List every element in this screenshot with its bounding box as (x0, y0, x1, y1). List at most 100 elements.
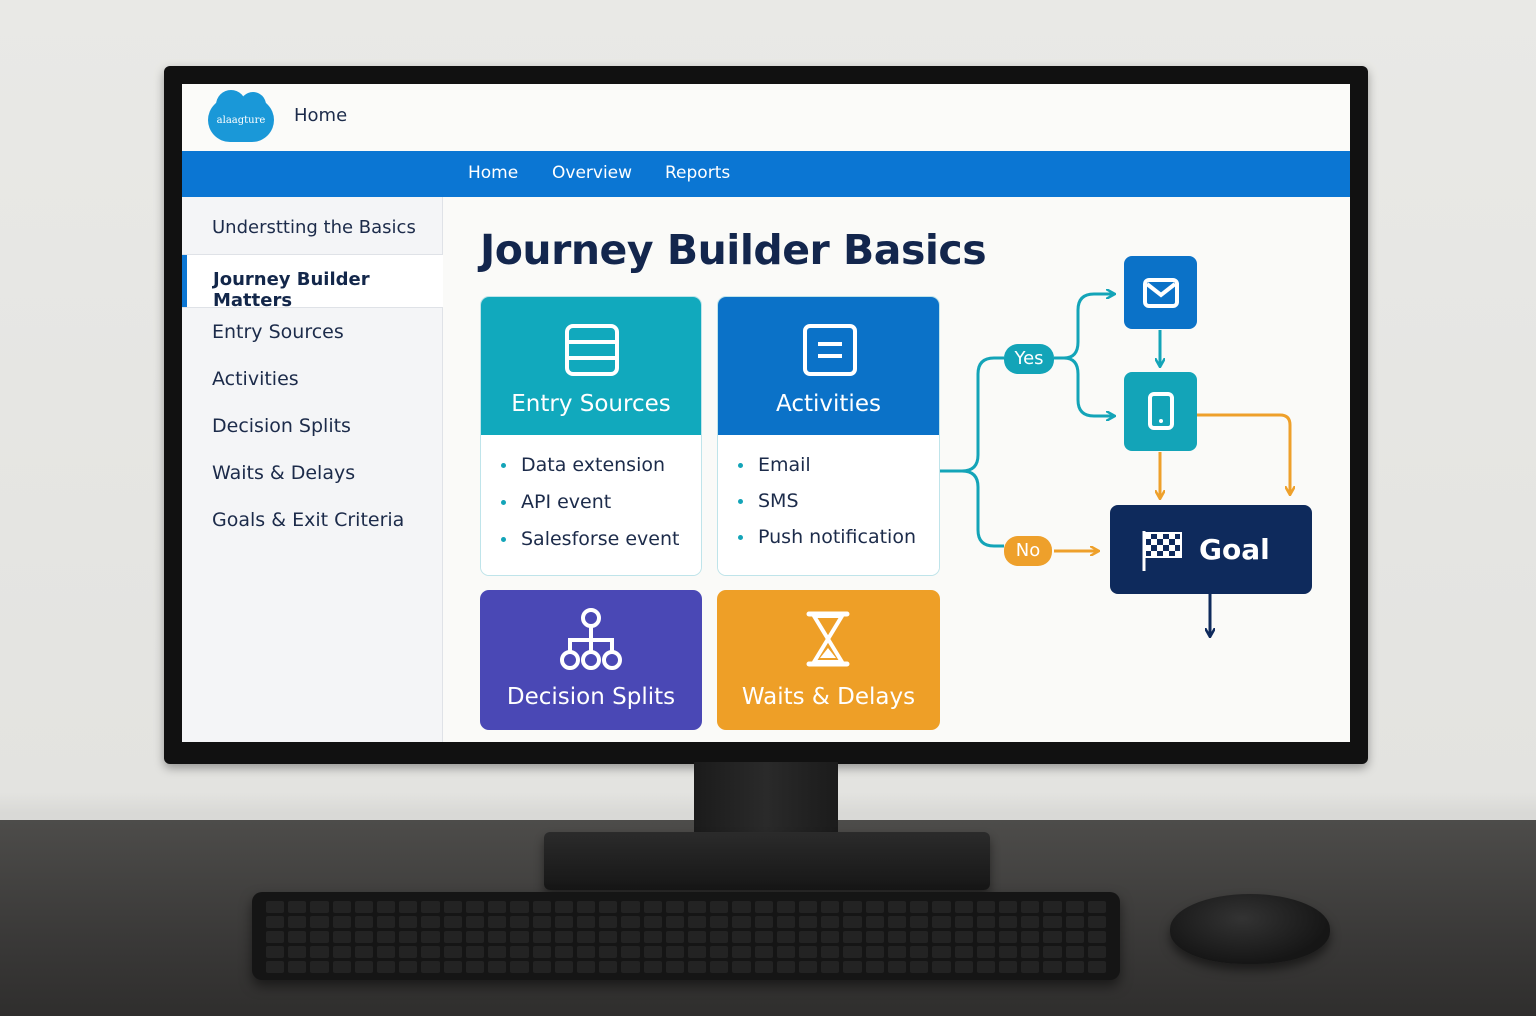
keyboard-key (576, 901, 596, 913)
nav-item-reports[interactable]: Reports (665, 163, 731, 183)
nav-item-overview[interactable]: Overview (552, 163, 633, 183)
keyboard-key (1043, 901, 1062, 913)
hierarchy-icon (560, 608, 622, 670)
card-header: Entry Sources (481, 297, 701, 435)
keyboard-key (1043, 931, 1062, 943)
sidebar-item-entry-sources[interactable]: Entry Sources (212, 321, 344, 343)
card-title: Decision Splits (506, 684, 676, 710)
keyboard-key (1021, 946, 1040, 958)
keyboard-key (599, 916, 618, 928)
goal-label: Goal (1199, 533, 1270, 566)
sidebar-item-goals-exit-criteria[interactable]: Goals & Exit Criteria (212, 509, 405, 531)
keyboard-key (687, 946, 707, 958)
keyboard-key (732, 916, 751, 928)
keyboard-key (1087, 961, 1106, 973)
sidebar-item-decision-splits[interactable]: Decision Splits (212, 415, 351, 437)
keyboard-key (954, 916, 973, 928)
keyboard-key (443, 961, 462, 973)
entry-sources-card[interactable]: Entry Sources Data extension API event S… (480, 296, 702, 576)
keyboard-key (776, 961, 796, 973)
keyboard-key (1021, 916, 1040, 928)
keyboard-key (976, 961, 995, 973)
keyboard-key (887, 901, 907, 913)
keyboard-key (399, 901, 418, 913)
keyboard-key (576, 931, 596, 943)
keyboard-key (599, 931, 618, 943)
keyboard-key (443, 901, 462, 913)
keyboard-key (599, 901, 618, 913)
sidebar-item-understanding-basics[interactable]: Understting the Basics (212, 217, 416, 238)
keyboard-key (976, 931, 995, 943)
keyboard-key (843, 916, 862, 928)
keyboard-key (532, 946, 551, 958)
keyboard-key (310, 961, 329, 973)
keyboard-key (377, 931, 396, 943)
keyboard-key (399, 916, 418, 928)
keyboard-key (576, 961, 596, 973)
keyboard-key (488, 931, 507, 943)
keyboard-key (643, 961, 662, 973)
flow-connector (961, 469, 1004, 548)
email-node[interactable] (1124, 256, 1197, 329)
keyboard-key (643, 916, 662, 928)
header-home-link[interactable]: Home (294, 105, 348, 126)
keyboard-key (465, 901, 485, 913)
keyboard-key (576, 946, 596, 958)
keyboard-key (643, 931, 662, 943)
keyboard-key (488, 946, 507, 958)
keyboard-key (554, 916, 573, 928)
keyboard-key (910, 916, 929, 928)
keyboard-key (843, 961, 862, 973)
flow-connector (1063, 356, 1114, 416)
keyboard-key (399, 961, 418, 973)
sidebar: Understting the Basics Journey Builder M… (182, 197, 443, 742)
keyboard-key (665, 946, 684, 958)
waits-delays-card[interactable]: Waits & Delays (717, 590, 940, 730)
keyboard-key (954, 931, 973, 943)
sidebar-item-journey-builder-matters[interactable]: Journey Builder Matters (182, 255, 443, 311)
decision-splits-card[interactable]: Decision Splits (480, 590, 702, 730)
mobile-node[interactable] (1124, 372, 1197, 451)
keyboard-key (421, 946, 440, 958)
salesforce-logo[interactable]: alaagture (208, 90, 274, 142)
keyboard-key (1043, 961, 1062, 973)
keyboard-key (821, 901, 840, 913)
keyboard-key (554, 901, 573, 913)
keyboard-key (932, 916, 951, 928)
keyboard-key (421, 961, 440, 973)
keyboard-key (288, 916, 307, 928)
nav-bar: Home Overview Reports (182, 151, 1350, 197)
keyboard-key (799, 961, 818, 973)
keyboard-key (1065, 916, 1084, 928)
keyboard-key (687, 961, 707, 973)
flow-connector (1197, 413, 1290, 494)
keyboard-key (954, 901, 973, 913)
goal-node[interactable]: Goal (1110, 505, 1312, 594)
keyboard-key (732, 901, 751, 913)
keyboard-key (1065, 946, 1084, 958)
keyboard-key (887, 931, 907, 943)
keyboard-key (443, 931, 462, 943)
keyboard-key (554, 961, 573, 973)
keyboard-key (710, 961, 729, 973)
keyboard-key (1021, 931, 1040, 943)
keyboard-key (910, 931, 929, 943)
keyboard-key (310, 931, 329, 943)
screen: alaagture Home Home Overview Reports Und… (182, 84, 1350, 742)
document-icon (803, 324, 857, 376)
flow-connector (1054, 294, 1114, 360)
keyboard-key (1065, 901, 1084, 913)
sidebar-item-activities[interactable]: Activities (212, 368, 299, 390)
keyboard-key (532, 961, 551, 973)
keyboard-key (665, 916, 684, 928)
keyboard-key (865, 946, 884, 958)
keyboard-key (799, 931, 818, 943)
nav-item-home[interactable]: Home (468, 163, 519, 183)
top-header: alaagture Home (182, 84, 1350, 151)
journey-flow-diagram (940, 84, 1350, 742)
mouse (1170, 894, 1330, 964)
keyboard-key (332, 931, 351, 943)
keyboard-key (377, 946, 396, 958)
activities-card[interactable]: Activities Email SMS Push notification (717, 296, 940, 576)
sidebar-item-waits-delays[interactable]: Waits & Delays (212, 462, 356, 484)
